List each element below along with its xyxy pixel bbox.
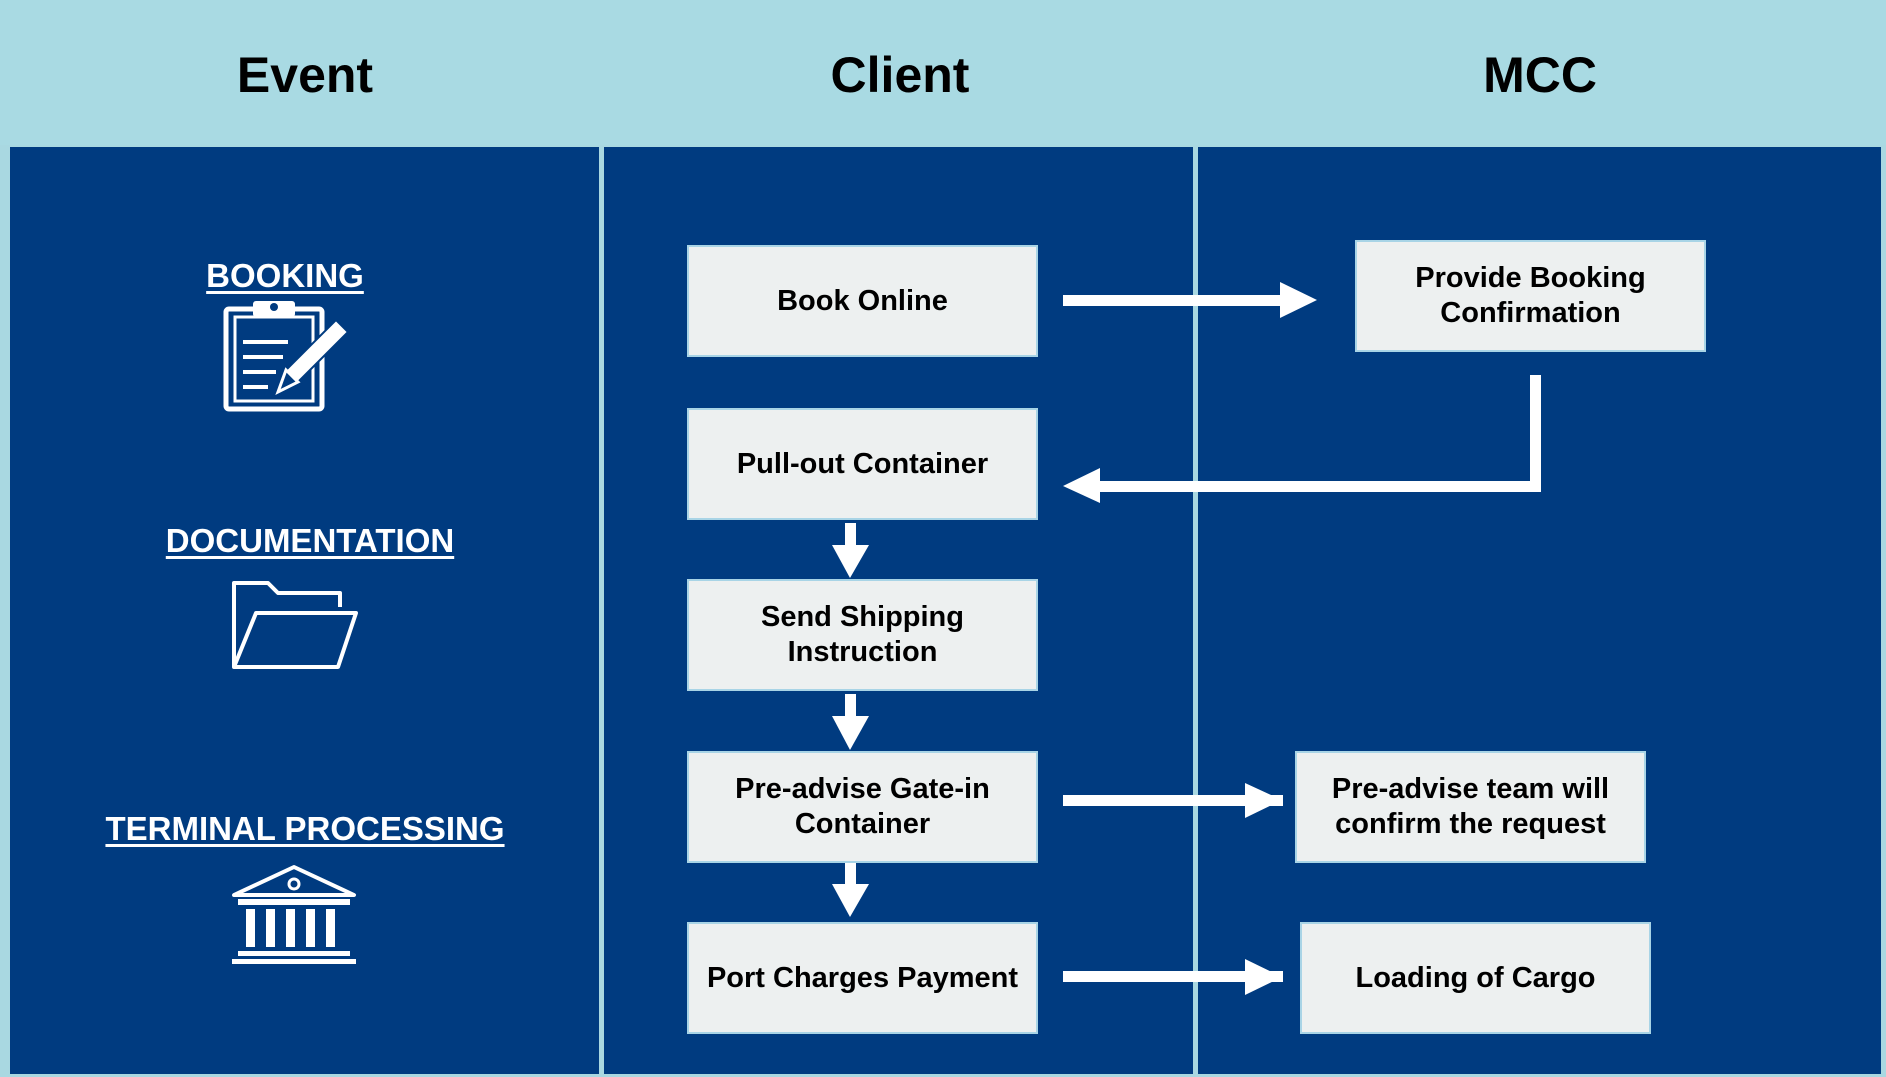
arrow-preadvise-to-port xyxy=(845,862,856,887)
arrow-confirm-to-pullout xyxy=(1530,375,1541,492)
building-columns-icon xyxy=(232,865,356,964)
step-pre-advise-team-confirm: Pre-advise team will confirm the request xyxy=(1295,751,1646,863)
arrow-si-to-preadvise xyxy=(845,694,856,719)
step-send-shipping-instruction: Send Shipping Instruction xyxy=(687,579,1038,691)
step-pre-advise-gate-in: Pre-advise Gate-in Container xyxy=(687,751,1038,863)
event-booking-label: BOOKING xyxy=(206,257,364,294)
column-title-event: Event xyxy=(236,47,374,103)
open-folder-icon xyxy=(232,581,358,669)
step-loading-of-cargo: Loading of Cargo xyxy=(1300,922,1651,1034)
step-book-online: Book Online xyxy=(687,245,1038,357)
clipboard-pencil-icon xyxy=(223,301,350,412)
step-provide-booking-confirmation: Provide Booking Confirmation xyxy=(1355,240,1706,352)
event-documentation-label: DOCUMENTATION xyxy=(165,522,455,559)
event-lane xyxy=(10,147,599,1074)
arrow-preadvise-to-team xyxy=(1063,795,1283,806)
step-port-charges-payment: Port Charges Payment xyxy=(687,922,1038,1034)
column-title-client: Client xyxy=(830,47,970,103)
column-title-mcc: MCC xyxy=(1483,47,1597,103)
arrow-pullout-to-si xyxy=(845,523,856,548)
event-terminal-label: TERMINAL PROCESSING xyxy=(105,810,505,847)
arrow-port-to-loading xyxy=(1063,971,1283,982)
arrow-book-to-confirm xyxy=(1063,295,1283,306)
step-pull-out-container: Pull-out Container xyxy=(687,408,1038,520)
header-bar xyxy=(0,0,1886,145)
